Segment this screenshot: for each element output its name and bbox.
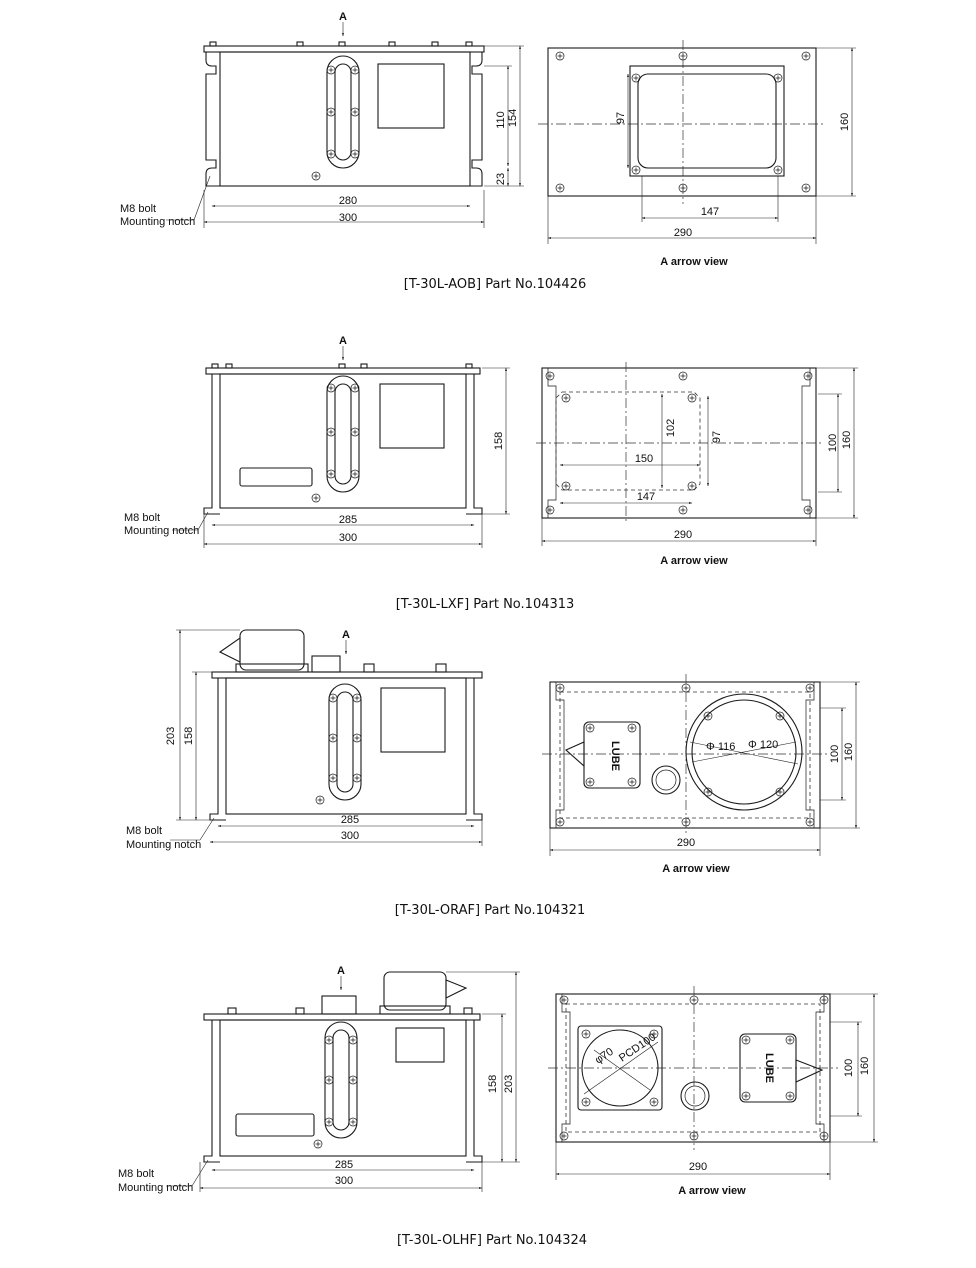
top-plate xyxy=(211,671,483,679)
window xyxy=(377,63,445,129)
dim-160: 160 xyxy=(841,431,853,449)
filler-port xyxy=(311,655,341,673)
base-plate xyxy=(549,681,821,829)
mounting-notch-label: Mounting notch xyxy=(118,1182,193,1194)
dim-160: 160 xyxy=(843,743,855,761)
dim-280: 280 xyxy=(339,195,357,207)
motor-housing xyxy=(383,971,447,1011)
m8-bolt-label: M8 bolt xyxy=(118,1168,154,1180)
lube-logo: LUBE xyxy=(763,1053,775,1083)
m8-bolt-label: M8 bolt xyxy=(126,825,162,837)
dim-160: 160 xyxy=(839,113,851,131)
mounting-notch-label: Mounting notch xyxy=(120,216,195,228)
dim-285: 285 xyxy=(339,514,357,526)
olhf-arrow-view: φ70 PCD100 LUBE 100 160 290 A arrow view xyxy=(548,986,878,1197)
mounting-notch-label: Mounting notch xyxy=(124,525,199,537)
dim-290: 290 xyxy=(674,227,692,239)
lxf-arrow-view: 102 97 150 147 100 160 290 A arrow view xyxy=(536,362,858,567)
dim-290: 290 xyxy=(677,837,695,849)
view-label: A arrow view xyxy=(678,1185,746,1197)
flange xyxy=(629,65,785,177)
filler-cap xyxy=(680,1081,710,1111)
right-bracket xyxy=(470,52,483,187)
olhf-caption: [T-30L-OLHF] Part No.104324 xyxy=(397,1233,587,1248)
dim-100: 100 xyxy=(843,1059,855,1077)
window xyxy=(380,687,446,753)
dim-23: 23 xyxy=(495,173,507,185)
dim-102: 102 xyxy=(665,419,677,437)
m8-bolt-label: M8 bolt xyxy=(124,512,160,524)
dim-290: 290 xyxy=(674,529,692,541)
nameplate xyxy=(235,1113,315,1137)
dim-160: 160 xyxy=(859,1057,871,1075)
oraf-arrow-view: LUBE Φ 116 Φ 120 100 160 290 A arrow vie… xyxy=(542,674,860,875)
bolt-icon xyxy=(209,41,473,47)
dim-147: 147 xyxy=(637,491,655,503)
dim-147: 147 xyxy=(701,206,719,218)
dim-158: 158 xyxy=(493,432,505,450)
view-label: A arrow view xyxy=(660,555,728,567)
dim-97: 97 xyxy=(711,431,723,443)
motor-cone xyxy=(445,979,468,999)
olhf-front-view: A 285 300 158 203 M8 bolt Mounting notch xyxy=(118,965,520,1194)
dim-158: 158 xyxy=(183,727,195,745)
motor-box xyxy=(583,721,641,789)
dim-300: 300 xyxy=(335,1175,353,1187)
tank-body xyxy=(219,373,467,509)
dim-100: 100 xyxy=(829,745,841,763)
motor-housing xyxy=(239,629,305,671)
round-flange xyxy=(685,693,803,811)
arrow-a-label: A xyxy=(342,629,350,641)
dim-110: 110 xyxy=(495,111,507,129)
dim-290: 290 xyxy=(689,1161,707,1173)
aob-front-view: A 280 300 110 154 23 xyxy=(120,11,524,228)
left-bracket xyxy=(205,52,220,187)
arrow-a-label: A xyxy=(339,11,347,23)
dim-100: 100 xyxy=(827,434,839,452)
base-plate xyxy=(547,47,817,197)
window xyxy=(395,1027,445,1063)
dim-158: 158 xyxy=(487,1075,499,1093)
view-label: A arrow view xyxy=(662,863,730,875)
oraf-caption: [T-30L-ORAF] Part No.104321 xyxy=(395,903,585,918)
dim-97: 97 xyxy=(615,112,627,124)
top-plate xyxy=(205,367,481,375)
lxf-front-view: A 285 300 158 M8 bolt Mounting notch xyxy=(124,335,510,548)
aob-arrow-view: 97 160 147 290 A arrow view xyxy=(538,40,856,268)
arrow-a-label: A xyxy=(337,965,345,977)
filler-cap xyxy=(651,765,681,795)
lube-logo: LUBE xyxy=(609,741,621,771)
dim-203: 203 xyxy=(165,727,177,745)
top-plate xyxy=(203,45,485,53)
tank-body xyxy=(219,1019,467,1157)
motor-cone xyxy=(218,636,241,663)
oraf-front-view: A 203 158 285 300 M8 bolt Mounting notch xyxy=(126,629,483,851)
view-label: A arrow view xyxy=(660,256,728,268)
arrow-a-label: A xyxy=(339,335,347,347)
dim-285: 285 xyxy=(335,1159,353,1171)
dim-300: 300 xyxy=(339,212,357,224)
filler-port xyxy=(321,995,357,1015)
dim-203: 203 xyxy=(503,1075,515,1093)
m8-bolt-label: M8 bolt xyxy=(120,203,156,215)
sight-glass-icon xyxy=(326,375,360,493)
aob-caption: [T-30L-AOB] Part No.104426 xyxy=(404,277,587,292)
mounting-notch-label: Mounting notch xyxy=(126,839,201,851)
dim-300: 300 xyxy=(339,532,357,544)
tank-body xyxy=(225,677,467,815)
square-flange xyxy=(577,1025,663,1111)
nameplate xyxy=(239,467,313,487)
dim-285: 285 xyxy=(341,814,359,826)
dim-154: 154 xyxy=(507,109,519,127)
window xyxy=(379,383,445,449)
dim-phi-116: Φ 116 xyxy=(706,741,735,753)
dim-300: 300 xyxy=(341,830,359,842)
tank-body xyxy=(219,51,471,187)
dim-phi-120: Φ 120 xyxy=(748,739,778,751)
lxf-caption: [T-30L-LXF] Part No.104313 xyxy=(396,597,575,612)
dim-150: 150 xyxy=(635,453,653,465)
top-plate xyxy=(203,1013,481,1021)
sight-glass-icon xyxy=(328,683,362,801)
